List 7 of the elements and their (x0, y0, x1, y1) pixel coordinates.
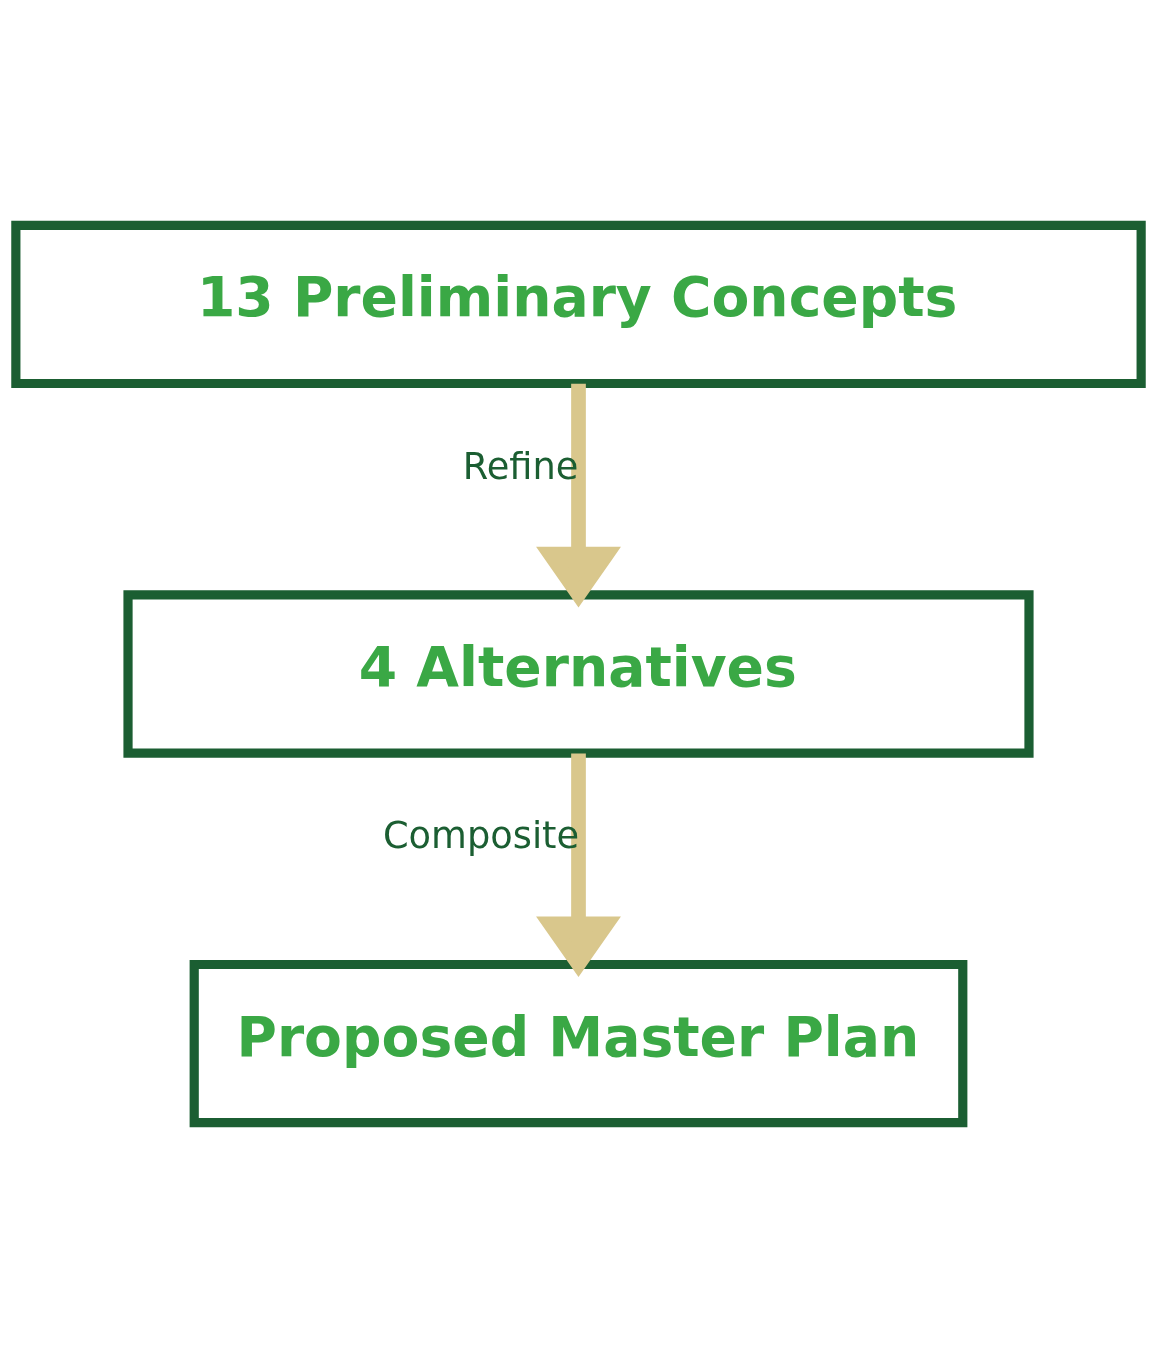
edge-label: Composite (382, 814, 580, 858)
node-box: 4 Alternatives (123, 590, 1034, 758)
arrow (536, 383, 621, 608)
node-box: Proposed Master Plan (189, 959, 968, 1128)
node-box: 13 Preliminary Concepts (11, 220, 1146, 389)
edge-label: Refine (462, 444, 579, 488)
arrow (536, 753, 621, 978)
